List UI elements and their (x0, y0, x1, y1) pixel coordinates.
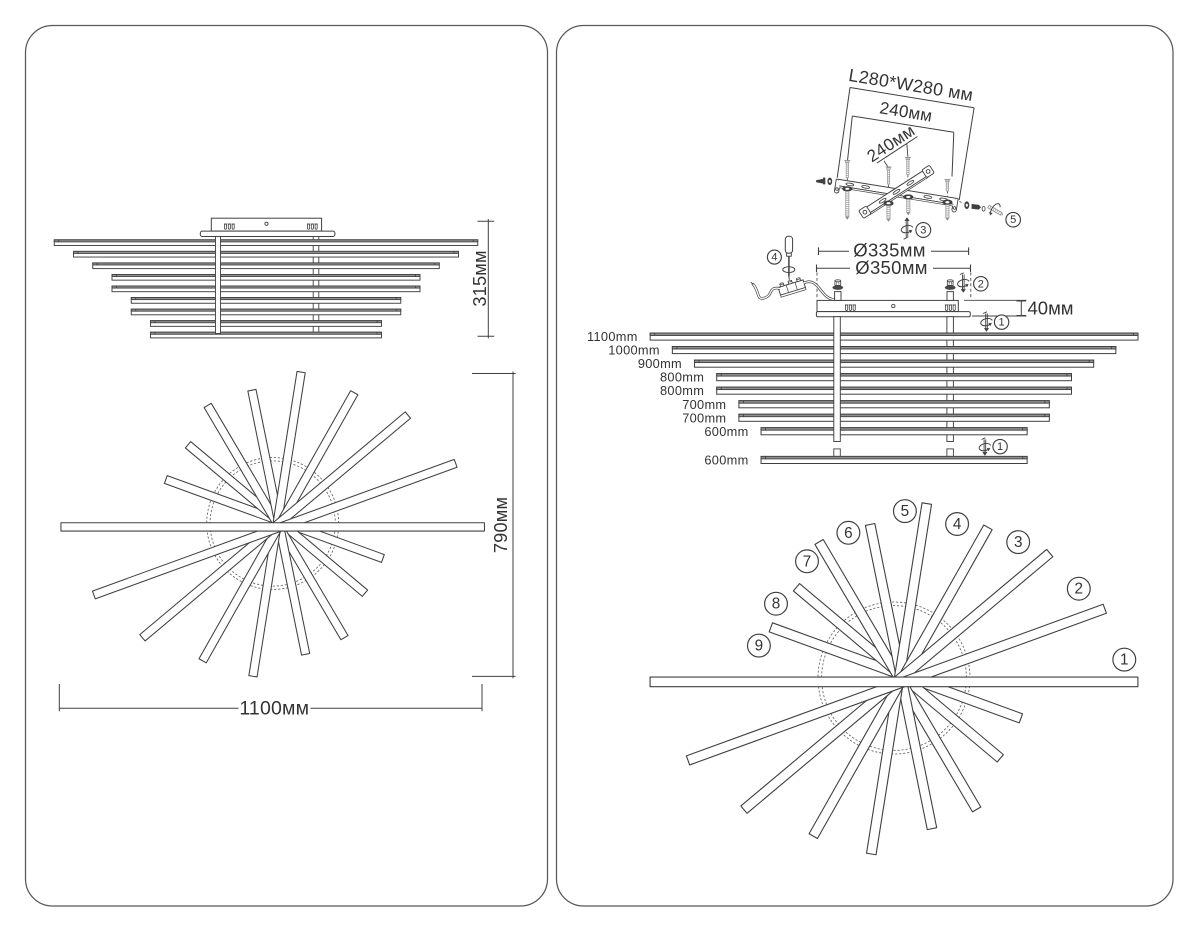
bar-length-label: 1000mm (608, 343, 660, 358)
part-1-upper-callout: 1 (980, 311, 1010, 332)
part-5-badge: 5 (1010, 214, 1016, 226)
star-number-circle-4 (945, 511, 970, 536)
right-bar-stack: 1100mm 1000mm 900mm 800mm 800mm 700mm 70… (587, 316, 1139, 467)
star-bar-1 (649, 676, 1139, 688)
left-panel: 315мм 790мм 1100мм (24, 24, 549, 907)
star-number-7: 7 (803, 553, 812, 570)
dim-790-label: 790мм (491, 497, 511, 553)
star-number-circle-9 (746, 633, 771, 658)
part-3-callout: 3 (900, 217, 932, 240)
star-number-8: 8 (772, 596, 781, 613)
dim-1100: 1100мм (58, 684, 483, 720)
star-number-2: 2 (1075, 581, 1084, 598)
part-1-lower-badge: 1 (997, 441, 1003, 453)
canopy-box (816, 299, 959, 313)
star-number-circle-6 (836, 520, 861, 545)
dim-350-label: Ø350мм (855, 257, 928, 278)
bar-length-label: 900mm (638, 356, 682, 371)
star-number-6: 6 (844, 525, 853, 542)
star-bar-1 (60, 522, 485, 532)
screwdriver (784, 235, 794, 280)
dim-1100-label: 1100мм (239, 698, 309, 720)
right-star-view: 1 2 3 4 5 6 7 8 9 (649, 499, 1139, 856)
dim-d350: Ø350мм (815, 257, 972, 278)
part-2-callout: 2 (957, 272, 989, 293)
part-1-lower-callout: 1 (978, 437, 1008, 456)
star-number-circle-2 (1066, 576, 1091, 601)
dim-d335: Ø335мм (817, 240, 970, 261)
part-1-upper-badge: 1 (999, 317, 1005, 329)
bar-length-label: 600mm (704, 424, 748, 439)
support-rod-front (215, 236, 221, 334)
star-number-circle-1 (1112, 647, 1137, 672)
dim-315: 315мм (470, 219, 495, 339)
dim-335-label: Ø335мм (853, 240, 926, 261)
bar-length-label: 1100mm (587, 329, 638, 344)
left-star-view (60, 370, 485, 678)
bar-length-label: 800mm (660, 383, 704, 398)
part-4-badge: 4 (771, 252, 777, 264)
dim-40: 40мм (964, 298, 1074, 319)
bar-stack-side (53, 239, 479, 339)
bar-length-label: 700mm (682, 410, 726, 425)
part-1-upper-badge-circle (993, 314, 1010, 330)
star-number-circle-5 (892, 499, 917, 524)
bracket-side-screw-left (815, 177, 833, 186)
canopy-side (199, 217, 336, 238)
bar-length-label: 700mm (682, 397, 726, 412)
bracket-screws-top (844, 156, 951, 192)
canopy-baseplate (815, 311, 971, 318)
wire-left (750, 281, 781, 300)
star-number-1: 1 (1120, 652, 1129, 669)
star-number-4: 4 (953, 516, 962, 533)
part-2-badge: 2 (978, 278, 984, 290)
star-number-9: 9 (755, 638, 764, 655)
bar-length-label-detached: 600mm (704, 452, 748, 467)
dim-790: 790мм (472, 371, 516, 679)
star-number-circle-8 (763, 591, 788, 616)
left-side-view (53, 217, 479, 339)
right-panel: L280*W280 мм 240мм 240мм 5 3 (555, 24, 1174, 907)
part-4-badge-circle (766, 249, 782, 265)
canopy-baseplate (199, 230, 336, 238)
dim-40-label: 40мм (1028, 298, 1074, 319)
part-3-badge: 3 (920, 225, 926, 237)
right-panel-border (555, 24, 1174, 907)
support-rod-front (833, 316, 841, 442)
bracket-strap-short (858, 165, 935, 219)
bracket-side-screw-right: 5 (959, 201, 1022, 228)
canopy-assembly: Ø335мм Ø350мм 4 2 40мм 1 (750, 235, 1074, 332)
star-number-5: 5 (901, 503, 910, 520)
star-number-circle-7 (794, 549, 819, 574)
bar-length-label: 800mm (660, 370, 704, 385)
part-1-lower-badge-circle (992, 438, 1008, 455)
star-number-circle-3 (1006, 530, 1031, 555)
part-3-badge-circle (915, 222, 932, 238)
part-5-badge-circle (1005, 211, 1022, 228)
wire-right (802, 280, 835, 302)
dim-315-label: 315мм (470, 250, 490, 306)
detached-bar: 600mm (704, 448, 1028, 467)
bracket-anchors-bottom (842, 186, 953, 222)
star-number-3: 3 (1014, 534, 1023, 551)
part-2-badge-circle (973, 276, 989, 292)
canopy-body (815, 279, 971, 318)
